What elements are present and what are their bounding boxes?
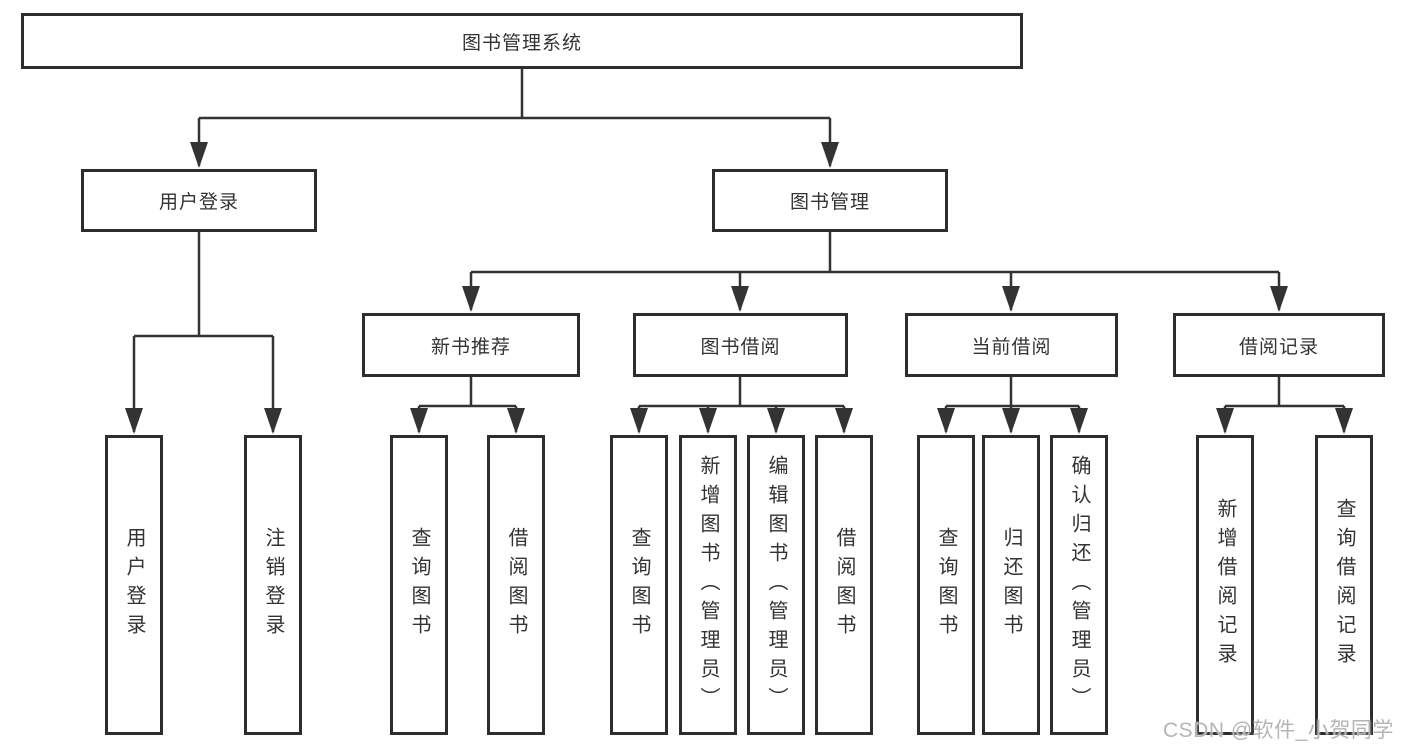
connector-new-book-branch <box>410 377 525 434</box>
leaf-query-books-1: 查询图书 <box>390 435 448 735</box>
node-label: 当前借阅 <box>971 336 1052 358</box>
leaf-add-books-admin: 新增图书（管理员） <box>679 435 737 735</box>
leaf-edit-books-admin: 编辑图书（管理员） <box>747 435 805 735</box>
node-current-borrow: 当前借阅 <box>905 313 1118 377</box>
connector-current-borrow-branch <box>937 377 1088 434</box>
connector-book-borrow-branch <box>630 377 853 434</box>
leaf-query-borrow-record: 查询借阅记录 <box>1315 435 1373 735</box>
csdn-watermark: CSDN @软件_小贺同学 <box>1163 719 1394 742</box>
leaf-user-login: 用户登录 <box>105 435 163 735</box>
node-label: 用户登录 <box>158 192 239 213</box>
node-user-login: 用户登录 <box>81 169 317 232</box>
node-borrow-record: 借阅记录 <box>1173 313 1385 377</box>
connector-borrow-record-branch <box>1216 377 1353 434</box>
node-label: 图书管理系统 <box>461 32 582 54</box>
node-label: 确认归还（管理员） <box>1068 454 1090 716</box>
leaf-query-books-2: 查询图书 <box>610 435 668 735</box>
connector-root-to-level2 <box>190 69 839 168</box>
node-label: 用户登录 <box>123 527 145 643</box>
leaf-query-books-3: 查询图书 <box>917 435 975 735</box>
leaf-borrow-books-1: 借阅图书 <box>487 435 545 735</box>
node-label: 新书推荐 <box>430 336 511 358</box>
leaf-borrow-books-2: 借阅图书 <box>815 435 873 735</box>
leaf-confirm-return-admin: 确认归还（管理员） <box>1050 435 1108 735</box>
node-label: 图书管理 <box>789 192 870 213</box>
connector-book-management-branch <box>462 232 1288 312</box>
node-label: 查询图书 <box>628 527 650 643</box>
connector-user-login-branch <box>125 232 282 434</box>
node-new-book-recommend: 新书推荐 <box>362 313 580 377</box>
node-label: 新增借阅记录 <box>1214 498 1236 672</box>
node-label: 查询图书 <box>408 527 430 643</box>
node-label: 新增图书（管理员） <box>697 454 719 716</box>
node-label: 借阅记录 <box>1238 336 1319 358</box>
node-label: 归还图书 <box>1000 527 1022 643</box>
leaf-add-borrow-record: 新增借阅记录 <box>1196 435 1254 735</box>
leaf-return-books: 归还图书 <box>982 435 1040 735</box>
node-label: 图书借阅 <box>700 336 781 358</box>
leaf-logout: 注销登录 <box>244 435 302 735</box>
node-label: 编辑图书（管理员） <box>765 454 787 716</box>
node-label: 借阅图书 <box>505 527 527 643</box>
node-book-borrow: 图书借阅 <box>633 313 848 377</box>
node-label: 查询借阅记录 <box>1333 498 1355 672</box>
node-library-management-system: 图书管理系统 <box>21 13 1023 69</box>
node-label: 借阅图书 <box>833 527 855 643</box>
node-book-management: 图书管理 <box>712 169 948 232</box>
node-label: 查询图书 <box>935 527 957 643</box>
node-label: 注销登录 <box>262 527 284 643</box>
